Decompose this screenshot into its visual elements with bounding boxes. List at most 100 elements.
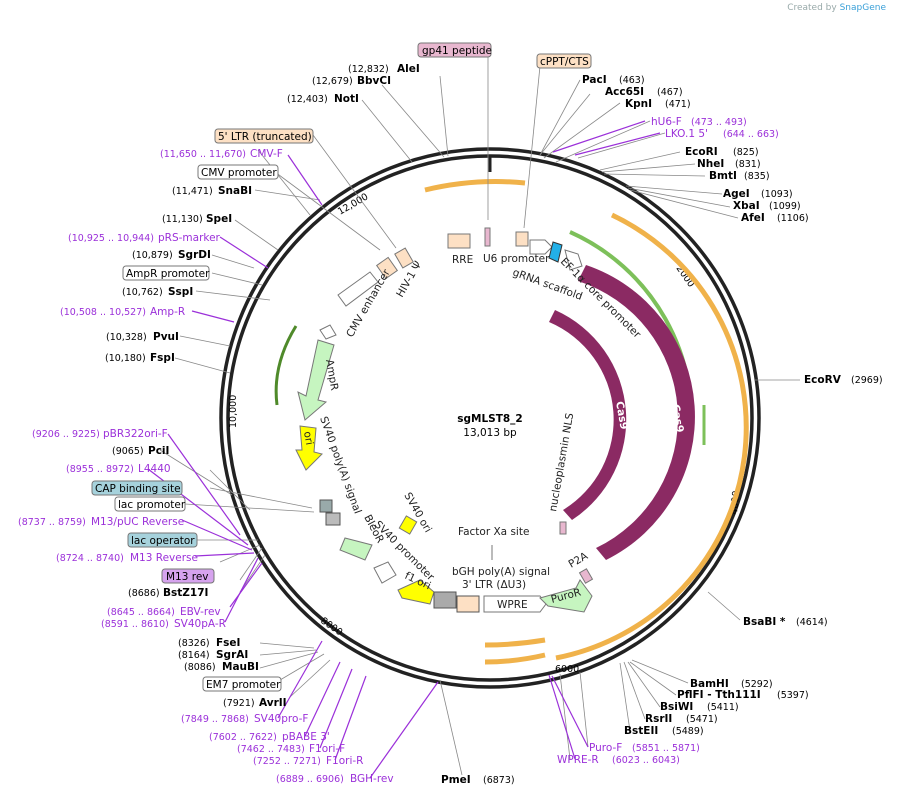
ampr-promoter-arrow [319, 324, 337, 340]
site-name: NheI [697, 158, 724, 170]
primer-name: pRS-marker [158, 232, 221, 244]
cmv-promoter-label-box [197, 164, 279, 180]
site-name: BstZ17I [163, 587, 208, 599]
bgh-label: bGH poly(A) signal [452, 566, 550, 578]
primer-range: (473 .. 493) [691, 117, 747, 128]
site-name: NotI [334, 93, 359, 105]
bleor-arrow [339, 537, 373, 561]
f1ori-arrow [397, 579, 435, 605]
primer-name: Amp-R [150, 306, 185, 318]
backbone-outer [219, 147, 761, 689]
site-name: AleI [397, 63, 420, 75]
em7-label-box [202, 676, 282, 692]
primer-name: M13 Reverse [130, 552, 198, 564]
site-name: BstEII [624, 725, 658, 737]
site-name: FspI [150, 352, 175, 364]
wpre-arrow [483, 595, 547, 613]
site-pos: (8086) [184, 662, 216, 673]
plasmid-length: 13,013 bp [463, 427, 517, 439]
primer-range: (10,508 .. 10,527) [60, 307, 146, 318]
site-pos: (10,762) [122, 287, 163, 298]
wpre-label: WPRE [497, 599, 528, 611]
m13rev-label-box [161, 568, 215, 584]
primer-range: (8724 .. 8740) [56, 553, 124, 564]
site-name: SspI [168, 286, 193, 298]
ltr3-box [456, 595, 480, 613]
primer-name: SV40pA-R [174, 618, 226, 630]
lac-operator-label-box [127, 532, 198, 548]
cas9-inner-arc [549, 310, 627, 520]
site-name: RsrII [645, 713, 672, 725]
em7-label: EM7 promoter [206, 679, 281, 691]
primer-range: (5851 .. 5871) [632, 743, 700, 754]
gp41-label-box [417, 42, 492, 58]
rre-label: RRE [452, 254, 473, 266]
site-name: BbvCI [357, 75, 391, 87]
cppt-label-box [536, 53, 592, 69]
p2a-label: P2A [567, 550, 591, 571]
site-name: SgrAI [216, 649, 248, 661]
ori-arrow [295, 425, 323, 471]
green-arc-left [274, 325, 298, 406]
cppt-label: cPPT/CTS [540, 56, 589, 68]
cas9-outer-arc [578, 265, 695, 560]
primer-range: (10,925 .. 10,944) [68, 233, 154, 244]
site-name: AvrII [259, 697, 287, 709]
site-pos: (5292) [741, 679, 773, 690]
site-pos: (463) [619, 75, 645, 86]
primer-ticks [147, 120, 661, 779]
site-name: PciI [148, 445, 169, 457]
site-pos: (11,130) [162, 214, 203, 225]
primer-name: F1ori-F [309, 743, 345, 755]
site-pos: (5489) [672, 726, 704, 737]
site-name: SgrDI [178, 249, 211, 261]
primer-range: (7252 .. 7271) [253, 756, 321, 767]
boxed-labels: gp41 peptide cPPT/CTS 5' LTR (truncated)… [91, 42, 592, 692]
site-name: FseI [216, 637, 240, 649]
primer-range: (6889 .. 6906) [276, 774, 344, 785]
site-name: Acc65I [605, 86, 644, 98]
ruler-tick-6000: 6000 [555, 664, 579, 675]
site-pos: (467) [657, 87, 683, 98]
ltr3-label: 3' LTR (ΔU3) [462, 579, 526, 591]
ltr5-label: 5' LTR (truncated) [218, 131, 312, 143]
site-pos: (8164) [178, 650, 210, 661]
site-pos: (831) [735, 159, 761, 170]
primer-name: Puro-F [589, 742, 622, 754]
cap-label: CAP binding site [95, 483, 181, 495]
site-pos: (10,180) [105, 353, 146, 364]
primer-range: (6023 .. 6043) [612, 755, 680, 766]
primer-labels: (11,650 .. 11,670)CMV-F (10,925 .. 10,94… [18, 116, 779, 785]
cmv-enhancer-arrow [337, 271, 379, 307]
cas9-outer-label: Cas9 [669, 403, 686, 433]
primer-name: BGH-rev [350, 773, 394, 785]
ruler-tick-10000: 10,000 [228, 395, 239, 428]
gp41-box [484, 227, 491, 247]
primer-range: (11,650 .. 11,670) [160, 149, 246, 160]
site-name: AgeI [723, 188, 750, 200]
m13rev-label: M13 rev [166, 571, 209, 583]
cmv-promoter-label: CMV promoter [201, 167, 277, 179]
site-name: PmeI [441, 774, 471, 786]
site-pos: (8686) [128, 588, 160, 599]
primer-name: SV40pro-F [254, 713, 308, 725]
site-pos: (11,471) [172, 186, 213, 197]
site-pos: (1093) [761, 189, 793, 200]
orange-arc-top [424, 179, 526, 193]
site-pos: (5397) [777, 690, 809, 701]
site-pos: (10,328) [106, 332, 147, 343]
ampr-promoter-label-box [122, 265, 210, 281]
primer-name: LKO.1 5' [665, 128, 708, 140]
lac-promoter-label: lac promoter [118, 499, 186, 511]
site-pos: (4614) [796, 617, 828, 628]
gp41-label: gp41 peptide [422, 45, 492, 57]
site-name: EcoRI [685, 146, 718, 158]
site-pos: (835) [744, 171, 770, 182]
primer-range: (644 .. 663) [723, 129, 779, 140]
p2a-box [578, 568, 594, 584]
snapgene-credit: Created by SnapGene [787, 3, 886, 13]
site-pos: (12,832) [348, 64, 389, 75]
site-name: AfeI [741, 212, 765, 224]
cap-label-box [91, 480, 183, 496]
